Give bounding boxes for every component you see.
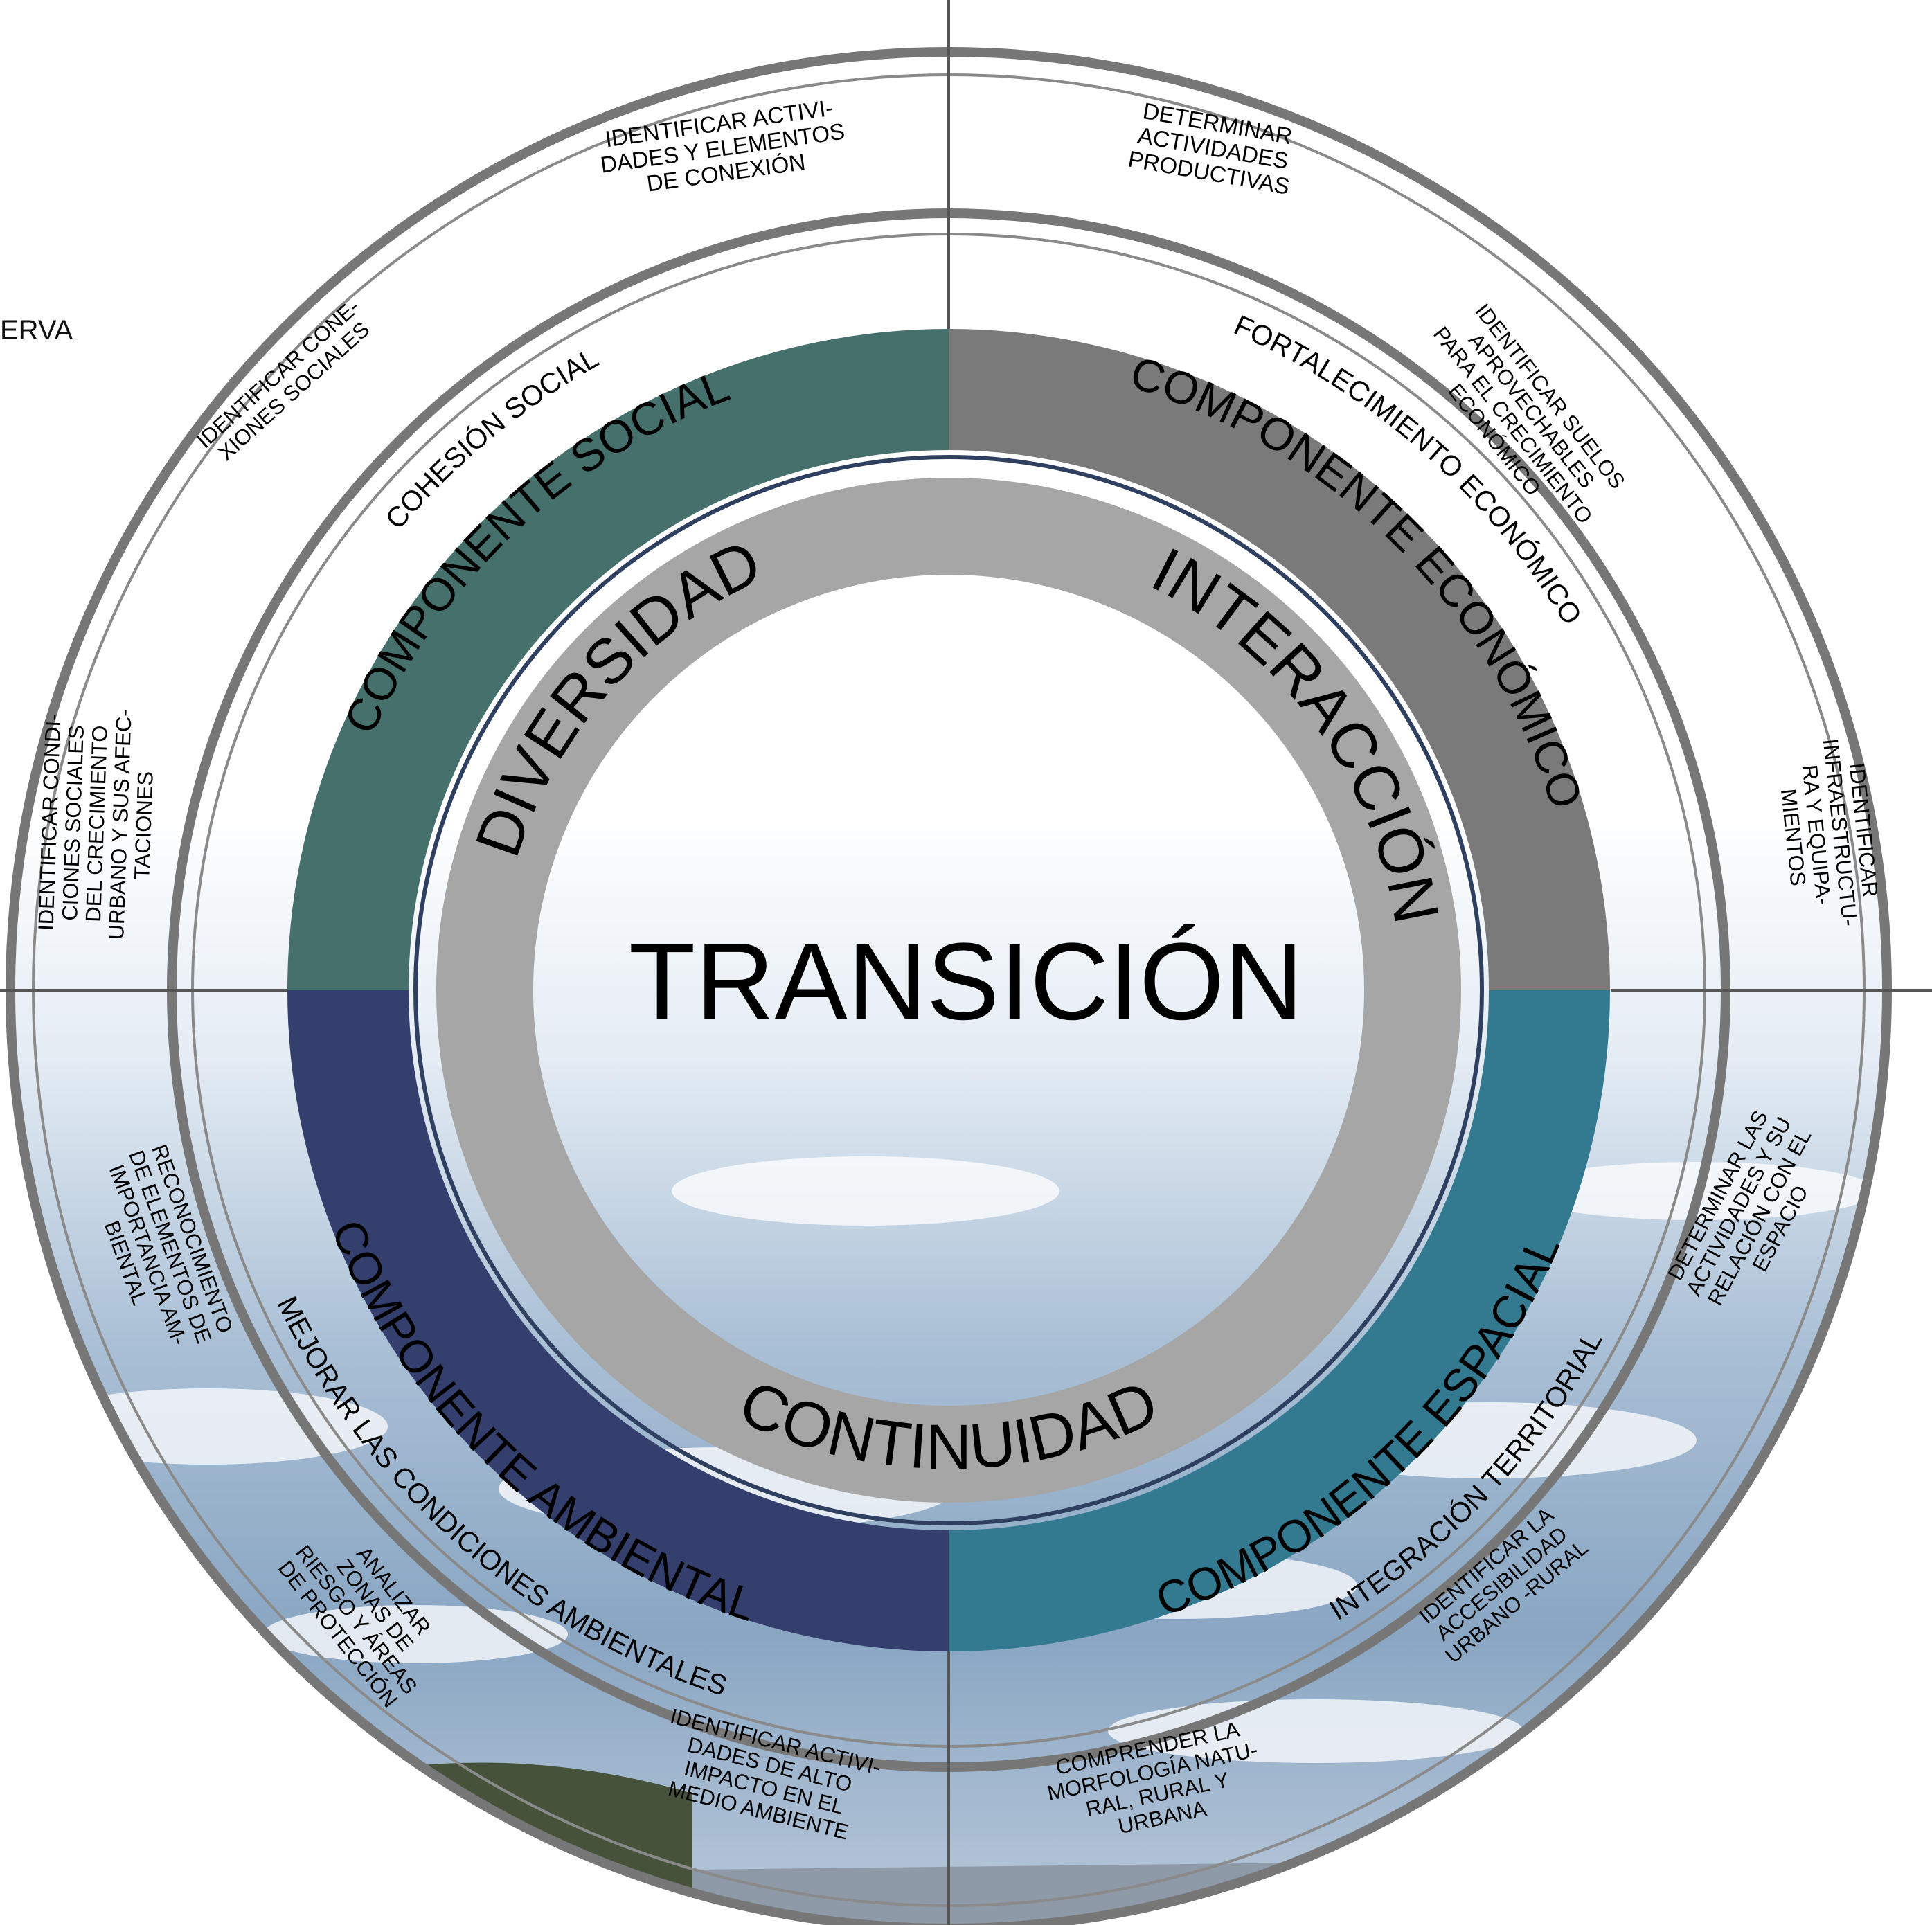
core-ring: [436, 478, 1461, 1503]
component-band: [287, 329, 1610, 1651]
inner-separator-ring: [413, 455, 1484, 1525]
component-segment-economico: [949, 329, 1610, 990]
component-segment-espacial: [949, 990, 1610, 1651]
action-labels: IDENTIFICAR ACTIVI-DADES Y ELEMENTOSDE C…: [33, 95, 1886, 1852]
action-label-condiciones: IDENTIFICAR CONDI-CIONES SOCIALESDEL CRE…: [33, 706, 160, 941]
action-label-line: TACIONES: [129, 771, 157, 879]
action-label-infraestructura: IDENTIFICARINFRAESTRUCTU-RA Y EQUIPA-MIE…: [1771, 735, 1886, 932]
component-segment-ambiental: [287, 990, 949, 1651]
action-label-morfologia: COMPRENDER LAMORFOLOGÍA NATU-RAL, RURAL …: [1040, 1714, 1269, 1852]
center-title: TRANSICIÓN: [629, 921, 1303, 1043]
component-segment-social: [287, 329, 949, 990]
partial-edge-text: ERVA: [0, 315, 73, 346]
